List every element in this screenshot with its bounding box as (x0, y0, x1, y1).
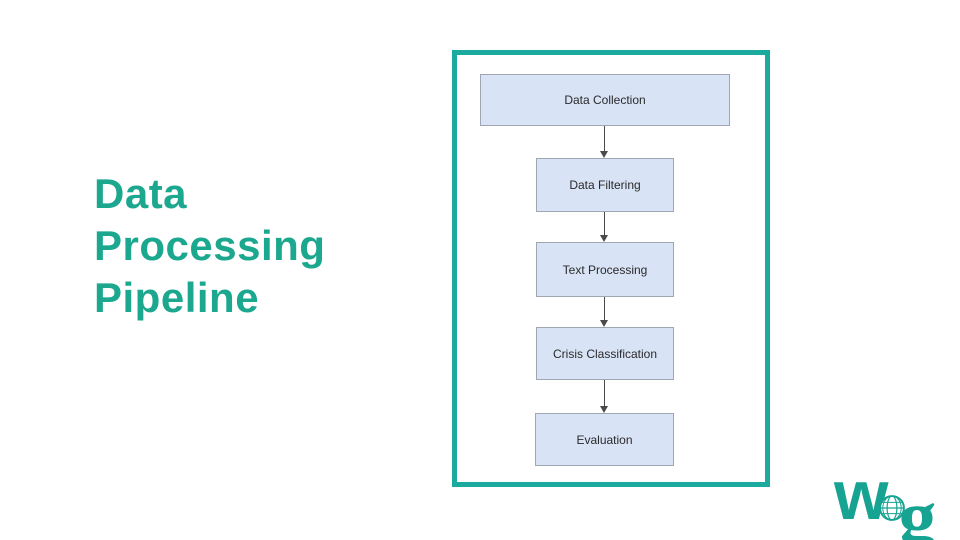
flow-node-crisis-classification: Crisis Classification (536, 327, 674, 380)
logo-letter-w: w (834, 456, 889, 535)
flow-connector (604, 297, 605, 320)
arrow-down-icon (600, 406, 608, 413)
flow-node-evaluation: Evaluation (535, 413, 674, 466)
globe-icon (879, 495, 906, 521)
flow-connector (604, 126, 605, 151)
arrow-down-icon (600, 151, 608, 158)
flow-connector (604, 212, 605, 235)
arrow-down-icon (600, 320, 608, 327)
arrow-down-icon (600, 235, 608, 242)
flow-node-data-collection: Data Collection (480, 74, 730, 126)
flow-node-data-filtering: Data Filtering (536, 158, 674, 212)
brand-logo: w g (834, 450, 944, 540)
flow-connector (604, 380, 605, 406)
page-title: Data Processing Pipeline (94, 170, 326, 321)
flow-node-text-processing: Text Processing (536, 242, 674, 297)
